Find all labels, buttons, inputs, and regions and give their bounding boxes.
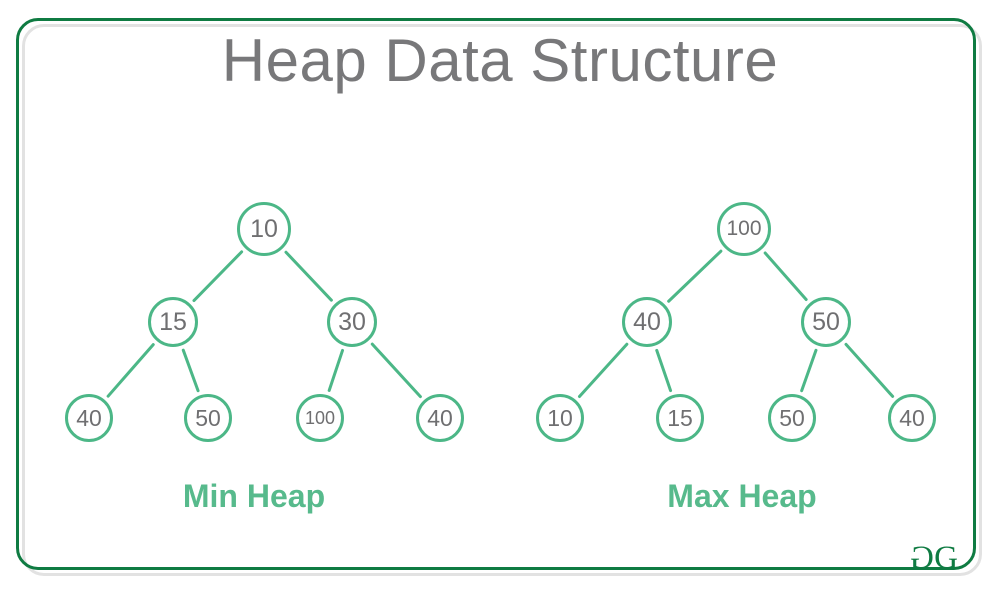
- tree-edge: [844, 342, 895, 398]
- tree-node: 10: [536, 394, 584, 442]
- heap-label-max-heap: Max Heap: [667, 478, 817, 514]
- page-title: Heap Data Structure: [221, 27, 779, 94]
- tree-edge: [284, 250, 333, 302]
- tree-edge: [106, 343, 155, 398]
- tree-node: 40: [65, 394, 113, 442]
- tree-node: 40: [888, 394, 936, 442]
- tree-node: 40: [622, 297, 672, 347]
- tree-node: 50: [768, 394, 816, 442]
- tree-edge: [667, 249, 723, 303]
- tree-edge: [655, 348, 673, 393]
- tree-node: 50: [184, 394, 232, 442]
- heap-label-min-heap: Min Heap: [182, 478, 326, 514]
- tree-node: 30: [327, 297, 377, 347]
- tree-node: 15: [148, 297, 198, 347]
- tree-node: 15: [656, 394, 704, 442]
- tree-node: 40: [416, 394, 464, 442]
- tree-node: 100: [717, 202, 771, 256]
- tree-edge: [763, 251, 808, 301]
- tree-edge: [181, 348, 200, 393]
- tree-edge: [370, 342, 422, 399]
- tree-node: 100: [296, 394, 344, 442]
- geeksforgeeks-logo: GG: [912, 540, 958, 576]
- logo-g-icon: G: [934, 540, 958, 576]
- tree-edge: [577, 342, 629, 399]
- tree-edge: [192, 250, 244, 303]
- tree-edge: [327, 348, 345, 392]
- logo-mirrored-g-icon: G: [912, 540, 935, 576]
- tree-node: 50: [801, 297, 851, 347]
- tree-node: 10: [237, 202, 291, 256]
- tree-edge: [800, 348, 818, 393]
